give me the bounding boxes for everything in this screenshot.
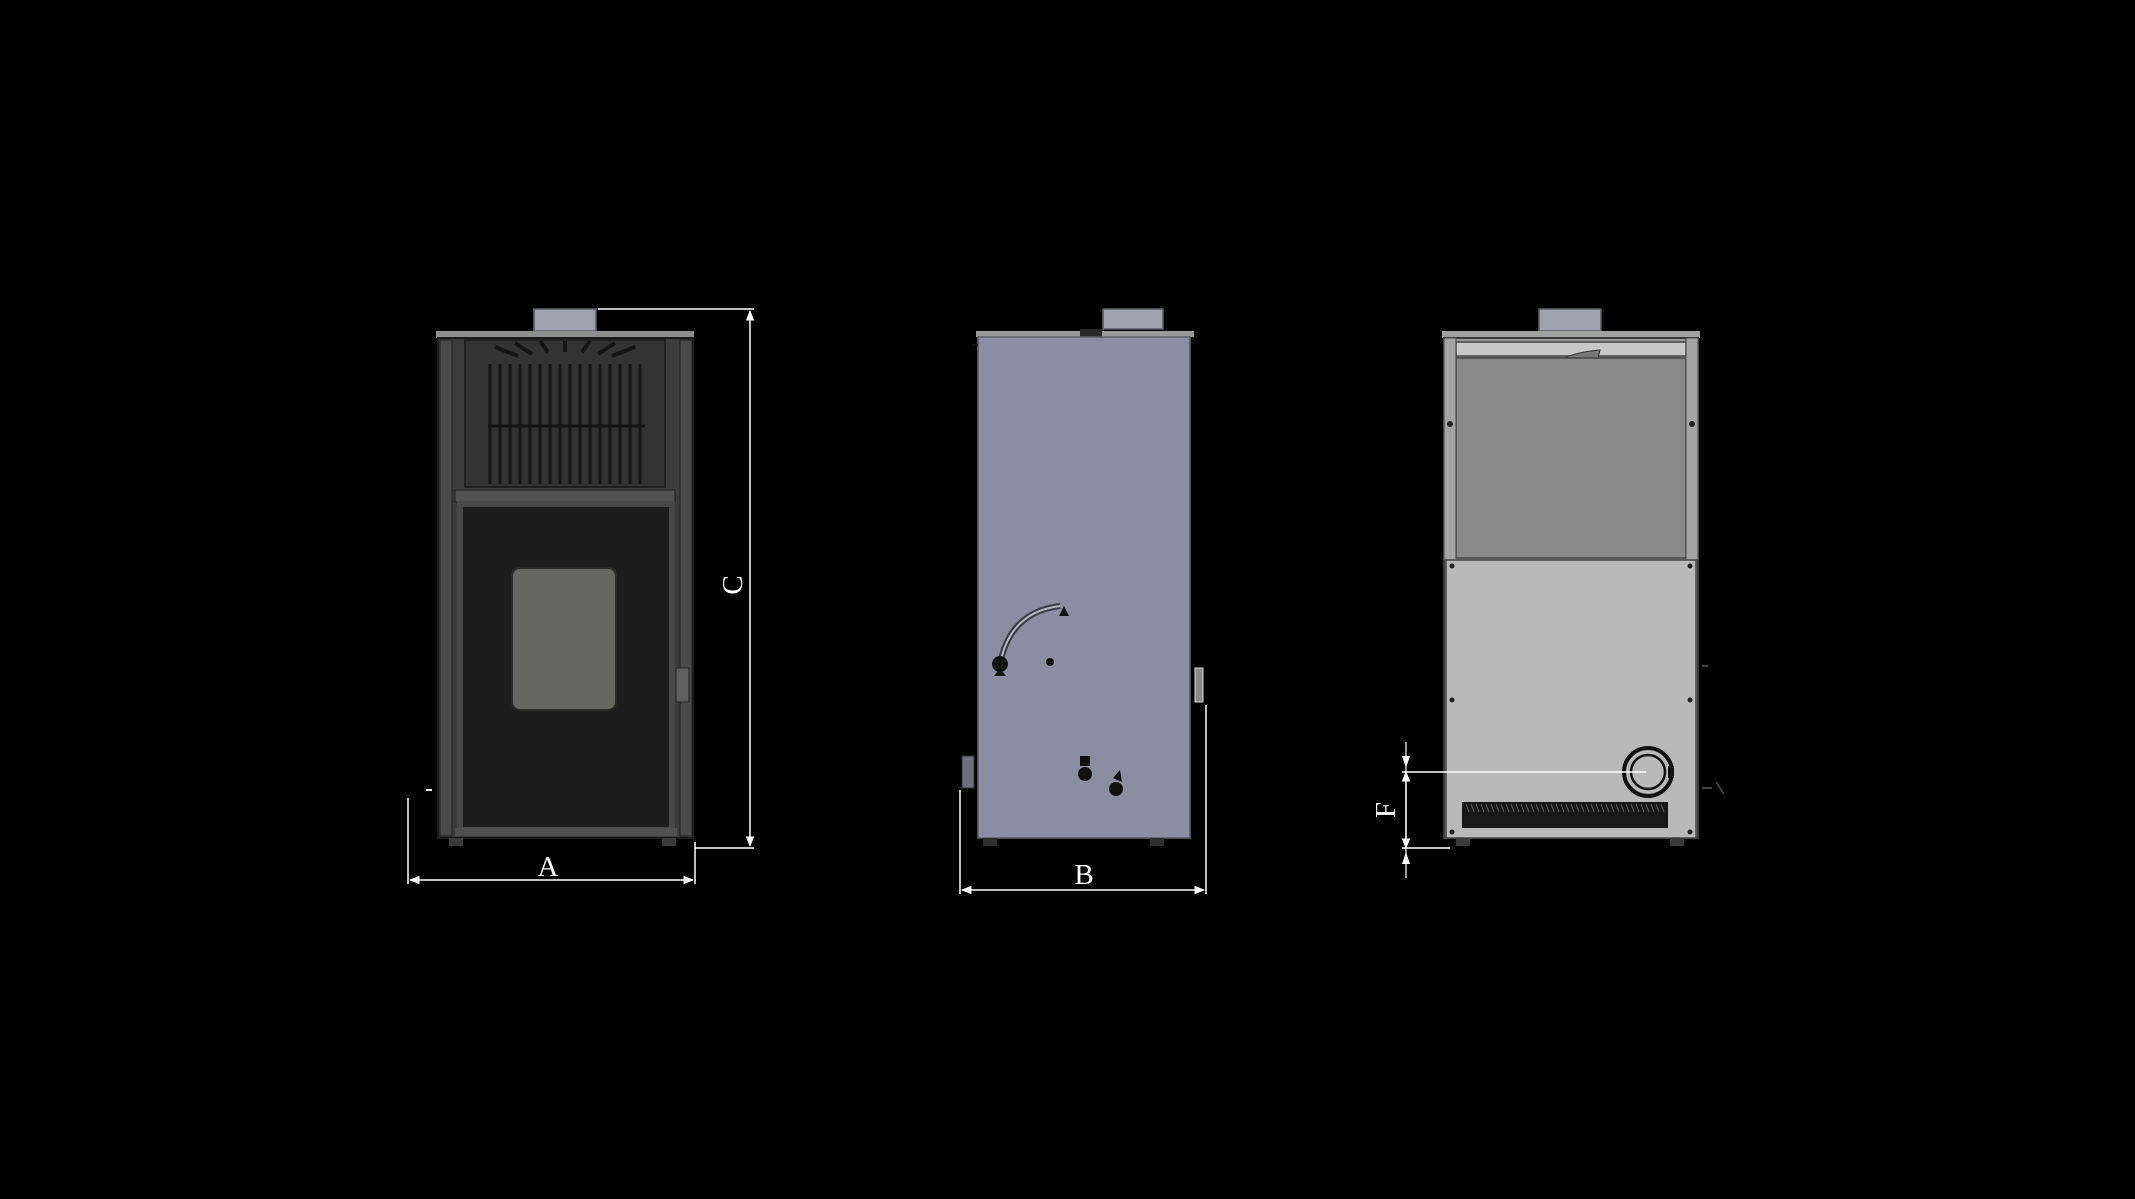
front-left-pillar (439, 339, 453, 837)
vent-tooth (1470, 803, 1475, 813)
side-fitting-2 (1109, 782, 1123, 796)
vent-tooth (1575, 803, 1580, 813)
vent-tooth (1535, 803, 1540, 813)
vent-tooth (1565, 803, 1570, 813)
vent-tooth (1655, 803, 1660, 813)
back-upper-panel (1455, 357, 1687, 559)
vent-tooth (1500, 803, 1505, 813)
side-fitting-1 (1078, 767, 1092, 781)
side-flue-collar (1102, 308, 1164, 330)
front-top-plate (436, 331, 694, 338)
side-view: B (959, 308, 1207, 895)
vent-tooth (1530, 803, 1535, 813)
back-flue-collar (1538, 308, 1602, 332)
vent-tooth (1585, 803, 1590, 813)
front-right-pillar (679, 339, 693, 837)
vent-tooth (1485, 803, 1490, 813)
back-foot-left (1456, 838, 1470, 846)
vent-tooth (1480, 803, 1485, 813)
vent-tooth (1545, 803, 1550, 813)
front-door-handle (675, 667, 690, 703)
dimension-b: B (959, 705, 1207, 895)
side-top-notch (1080, 329, 1102, 337)
back-vent-teeth (1465, 803, 1665, 813)
front-divider-bar (454, 489, 676, 503)
front-grille-fan (494, 339, 636, 358)
vent-tooth (1540, 803, 1545, 813)
vent-tooth (1495, 803, 1500, 813)
vent-tooth (1635, 803, 1640, 813)
vent-tooth (1580, 803, 1585, 813)
vent-tooth (1555, 803, 1560, 813)
vent-tooth (1550, 803, 1555, 813)
front-flue-collar (533, 308, 597, 332)
vent-tooth (1525, 803, 1530, 813)
front-grille-panel (464, 339, 666, 488)
back-view: F (1370, 308, 1725, 878)
vent-tooth (1465, 803, 1470, 813)
vent-tooth (1630, 803, 1635, 813)
vent-tooth (1620, 803, 1625, 813)
side-left-outlet (961, 755, 975, 789)
front-bottom-rail (455, 828, 677, 836)
vent-tooth (1515, 803, 1520, 813)
vent-tooth (1510, 803, 1515, 813)
dimension-c-label: C (717, 575, 749, 594)
side-screw (1046, 658, 1054, 666)
side-panel (977, 336, 1191, 839)
side-right-handle (1194, 667, 1204, 703)
dimension-a: A (407, 798, 696, 885)
vent-tooth (1490, 803, 1495, 813)
vent-tooth (1570, 803, 1575, 813)
vent-tooth (1595, 803, 1600, 813)
vent-tooth (1560, 803, 1565, 813)
front-view: A C (407, 308, 755, 885)
back-foot-right (1670, 838, 1684, 846)
dimension-f: F (1370, 742, 1646, 878)
front-foot-right (662, 838, 676, 846)
vent-tooth (1610, 803, 1615, 813)
vent-tooth (1660, 803, 1665, 813)
vent-tooth (1590, 803, 1595, 813)
front-door-window (511, 567, 617, 711)
front-foot-left (449, 838, 463, 846)
dimension-a-label: A (538, 851, 559, 883)
vent-tooth (1520, 803, 1525, 813)
side-foot-right (1150, 838, 1164, 846)
vent-tooth (1600, 803, 1605, 813)
vent-tooth (1505, 803, 1510, 813)
vent-tooth (1605, 803, 1610, 813)
side-foot-left (983, 838, 997, 846)
vent-tooth (1645, 803, 1650, 813)
side-pipe-connector (992, 656, 1008, 672)
back-bottom-vent (1462, 802, 1668, 828)
back-lower-panel (1445, 559, 1697, 839)
vent-tooth (1615, 803, 1620, 813)
dimension-b-label: B (1074, 859, 1093, 891)
back-top-plate (1442, 331, 1700, 338)
vent-tooth (1625, 803, 1630, 813)
dimension-c: C (598, 308, 755, 849)
front-grille-slats (488, 364, 642, 484)
vent-tooth (1640, 803, 1645, 813)
back-top-bracket (1455, 341, 1687, 357)
dimension-f-label: F (1370, 802, 1402, 818)
vent-tooth (1475, 803, 1480, 813)
vent-tooth (1650, 803, 1655, 813)
